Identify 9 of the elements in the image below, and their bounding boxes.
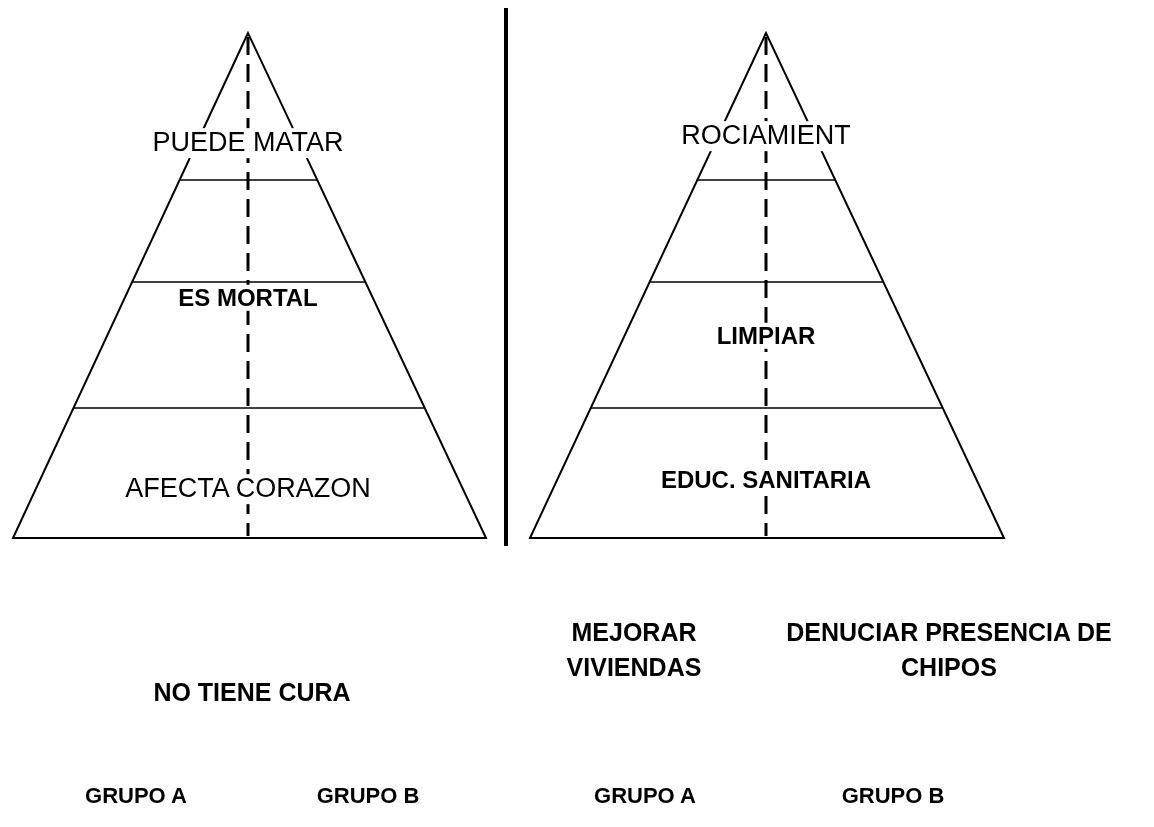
- text-label: GRUPO B: [315, 782, 421, 810]
- text-label: MEJORAR VIVIENDAS: [565, 617, 703, 683]
- text-label: NO TIENE CURA: [152, 677, 352, 708]
- pyramid: [13, 33, 486, 538]
- pyramid: [530, 33, 1004, 538]
- text-label: GRUPO B: [840, 782, 946, 810]
- text-label: GRUPO A: [593, 782, 697, 810]
- text-label: DENUCIAR PRESENCIA DE CHIPOS: [785, 617, 1113, 683]
- text-label: GRUPO A: [84, 782, 188, 810]
